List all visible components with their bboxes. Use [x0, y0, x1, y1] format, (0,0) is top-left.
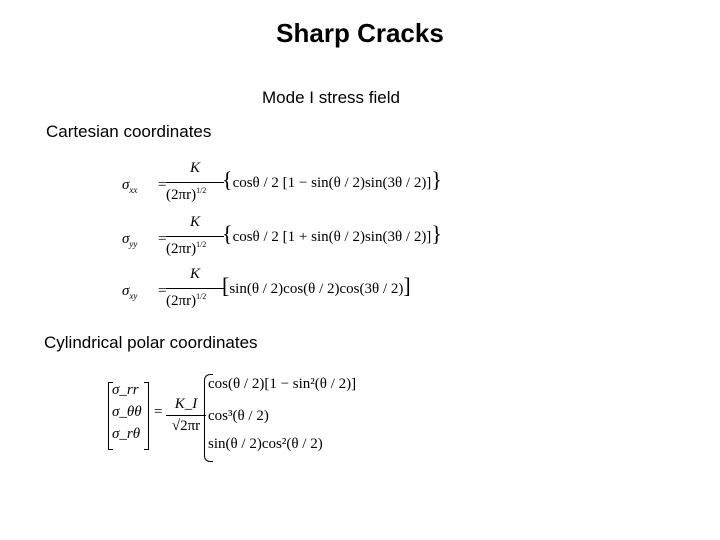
fraction: K (2πr)1/2 [166, 214, 224, 264]
slide-subtitle: Mode I stress field [262, 88, 400, 107]
slide-title: Sharp Cracks [276, 18, 444, 48]
section-heading-cartesian: Cartesian coordinates [46, 122, 212, 141]
stress-vector: σ_rr σ_θθ σ_rθ [108, 382, 149, 452]
fraction: K (2πr)1/2 [166, 266, 224, 316]
section-heading-polar: Cylindrical polar coordinates [44, 333, 258, 352]
fraction: K (2πr)1/2 [166, 160, 224, 210]
polar-fraction: K_I √2πr [166, 396, 206, 435]
